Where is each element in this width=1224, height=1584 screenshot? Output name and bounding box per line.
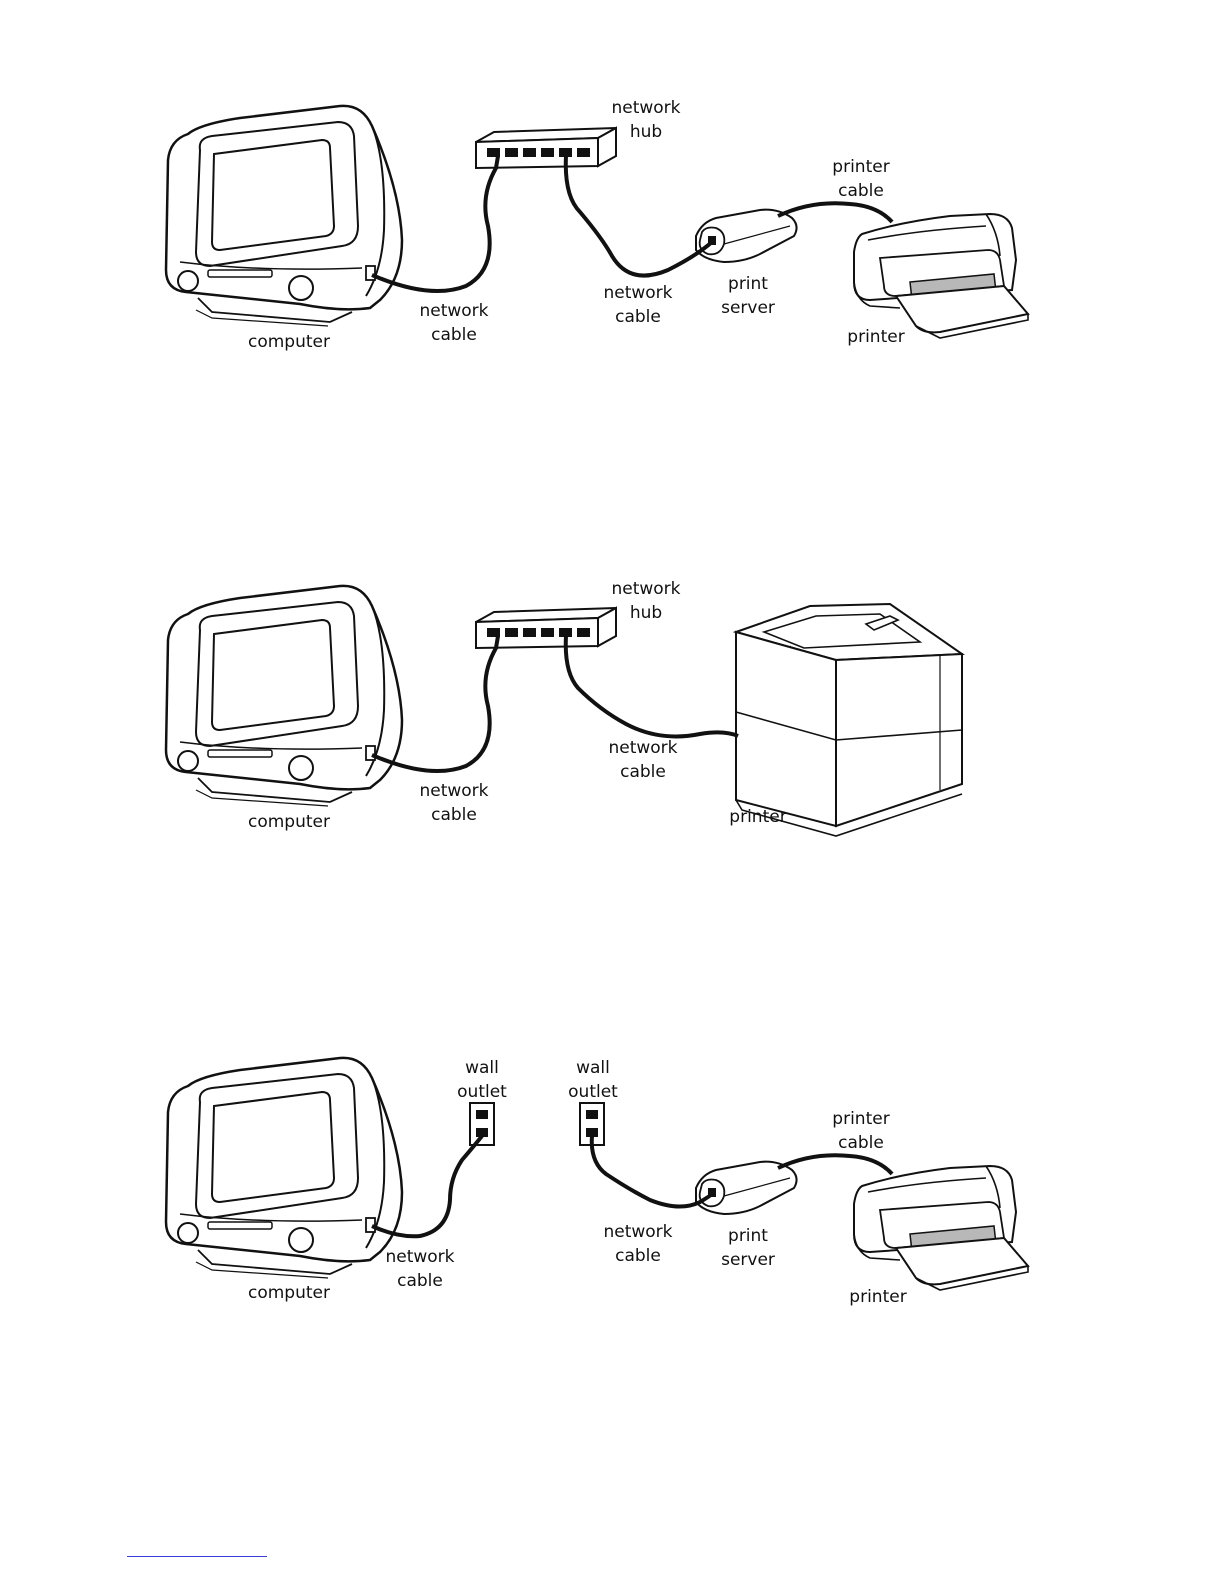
printer-cable-server-to-printer (778, 1155, 892, 1174)
inkjet-printer-icon (854, 1166, 1028, 1290)
network-cable-outlet-to-server (592, 1136, 712, 1207)
print-server-icon (696, 1162, 797, 1214)
label-printer: printer (849, 1285, 906, 1309)
footer-link-underline[interactable] (127, 1556, 267, 1557)
computer-icon (166, 1058, 402, 1278)
label-computer: computer (248, 1281, 330, 1305)
